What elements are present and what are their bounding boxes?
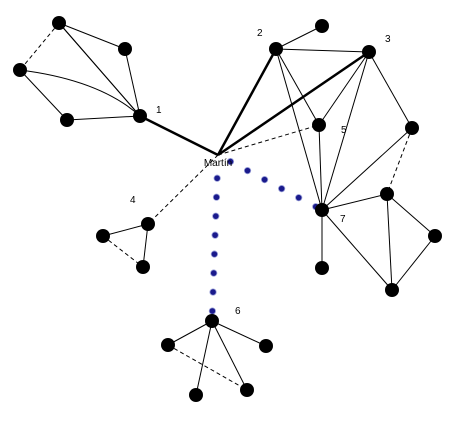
edge-h1-c1b [124,48,141,117]
node-n3a [405,121,419,135]
edge-c1a-c1c [19,22,60,71]
node-n7c [428,229,442,243]
node-h7 [315,203,329,217]
edge-c1a-h1 [58,22,141,117]
edge-h1-c1d [66,115,141,121]
edge-n4a-n4b [102,235,144,268]
node-c1c [13,63,27,77]
edge-n7b-n7c [386,193,436,237]
node-label-4: 4 [130,195,136,206]
edge-n7b-n7d [386,193,393,291]
node-label-1: 1 [156,105,162,116]
edge-c1c-h1 [19,69,141,117]
center-label: Martín [204,158,232,169]
edge-n3a-h7 [321,127,413,211]
node-n6a [161,338,175,352]
labels-layer: Martín 1 2 3 4 5 6 7 [130,28,391,317]
edge-martin-h4 [147,154,219,225]
node-n4a [96,229,110,243]
node-n4b [136,260,150,274]
edge-n6a-n6d [167,344,248,391]
edge-h2-h5 [275,48,320,126]
node-c1d [60,113,74,127]
edge-martin-h3 [217,50,370,157]
edges-layer [19,22,436,396]
edge-h6-n6c [195,320,213,396]
highlight-bead-martin-h6 [209,288,217,296]
node-n6c [189,388,203,402]
edge-c1c-c1d [19,69,68,121]
edge-h6-n6a [167,320,213,346]
node-n6d [240,383,254,397]
edge-h4-n4a [102,223,149,237]
node-h4 [141,217,155,231]
edge-n7c-n7d [391,235,436,291]
highlight-bead-martin-h7 [243,167,252,175]
node-c1b [118,42,132,56]
node-label-6: 6 [235,306,241,317]
edge-martin-h5 [217,124,320,156]
edge-c1a-c1b [58,22,126,50]
highlight-bead-martin-h7 [278,185,286,193]
node-n7b [380,187,394,201]
edge-h7-n7b [321,193,388,211]
highlight-bead-martin-h7 [295,194,303,202]
highlight-bead-martin-h7 [260,176,269,184]
node-n6b [259,339,273,353]
highlight-bead-martin-h6 [210,250,219,258]
edge-martin-h1 [139,114,219,157]
node-h3 [362,45,376,59]
edge-h6-n6d [211,320,248,391]
node-n2a [315,19,329,33]
edge-h3-h7 [321,51,370,211]
highlight-bead-martin-h6 [212,193,221,201]
highlight-bead-martin-h6 [211,231,219,239]
edge-h3-h5 [318,51,370,126]
node-label-3: 3 [385,34,391,45]
nodes-layer [13,16,442,402]
highlight-bead-martin-h6 [213,174,221,182]
edge-h2-h3 [275,48,370,53]
node-n7a [315,261,329,275]
highlight-bead-martin-h6 [212,212,220,220]
node-label-2: 2 [257,28,263,39]
node-h6 [205,314,219,328]
node-n7d [385,283,399,297]
node-label-7: 7 [340,214,346,225]
edge-h7-n7d [321,209,393,291]
highlight-bead-martin-h7 [226,158,235,166]
highlighted-edges-layer [208,158,320,315]
node-label-5: 5 [341,125,347,136]
node-h5 [312,118,326,132]
edge-h3-n3a [368,51,413,129]
edge-h2-n2a [275,25,323,50]
node-h1 [133,109,147,123]
edge-n3a-n7b [386,127,413,195]
node-c1a [52,16,66,30]
edge-martin-h2 [216,48,278,156]
edge-h5-h7 [318,124,323,211]
edge-h4-n4b [142,223,149,268]
highlight-bead-martin-h6 [208,307,216,315]
node-h2 [269,42,283,56]
edge-h6-n6b [211,320,267,347]
highlight-bead-martin-h6 [210,269,218,277]
edge-h2-h7 [275,48,323,211]
